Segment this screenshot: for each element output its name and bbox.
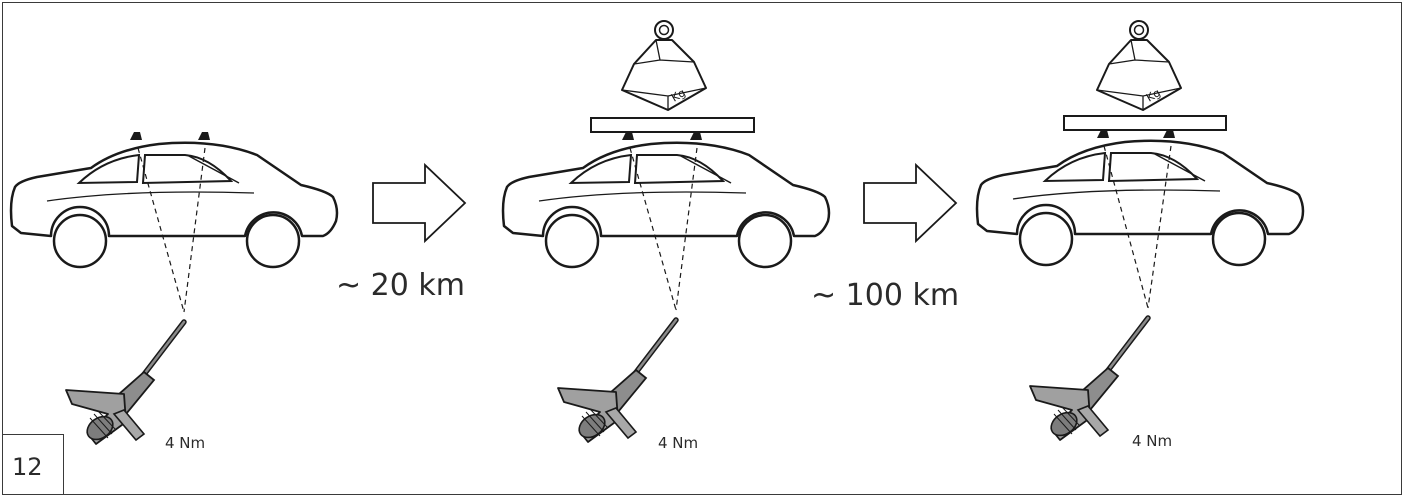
roof-bar-icon: [590, 117, 755, 133]
arrow-right-icon: [863, 164, 957, 242]
torque-check-guide: [137, 147, 206, 313]
arrow-right-icon: [372, 164, 466, 242]
torque-label-1: 4 Nm: [165, 434, 206, 452]
panel-after-first-drive: Kg: [501, 20, 831, 442]
torque-check-guide: [629, 147, 698, 311]
weight-icon: Kg: [1096, 20, 1182, 111]
car-icon: [975, 139, 1305, 267]
torque-label-2: 4 Nm: [658, 434, 699, 452]
torque-label-3: 4 Nm: [1132, 432, 1173, 450]
car-icon: [9, 141, 339, 269]
torque-wrench-icon: [1030, 318, 1148, 440]
weight-icon: Kg: [621, 20, 707, 111]
panel-initial: [9, 132, 339, 444]
torque-wrench-icon: [66, 322, 184, 444]
weight-label: Kg: [669, 86, 688, 104]
step-number: 12: [12, 453, 43, 481]
torque-wrench-icon: [558, 320, 676, 442]
step-number-box: 12: [2, 434, 64, 495]
torque-check-guide: [1103, 145, 1172, 309]
distance-label-1: ~ 20 km: [336, 268, 465, 303]
car-icon: [501, 141, 831, 269]
weight-label: Kg: [1144, 86, 1163, 104]
distance-label-2: ~ 100 km: [811, 278, 960, 313]
roof-mount-marker: [130, 132, 210, 140]
panel-after-second-drive: Kg: [975, 20, 1305, 440]
roof-bar-icon: [1063, 115, 1227, 131]
